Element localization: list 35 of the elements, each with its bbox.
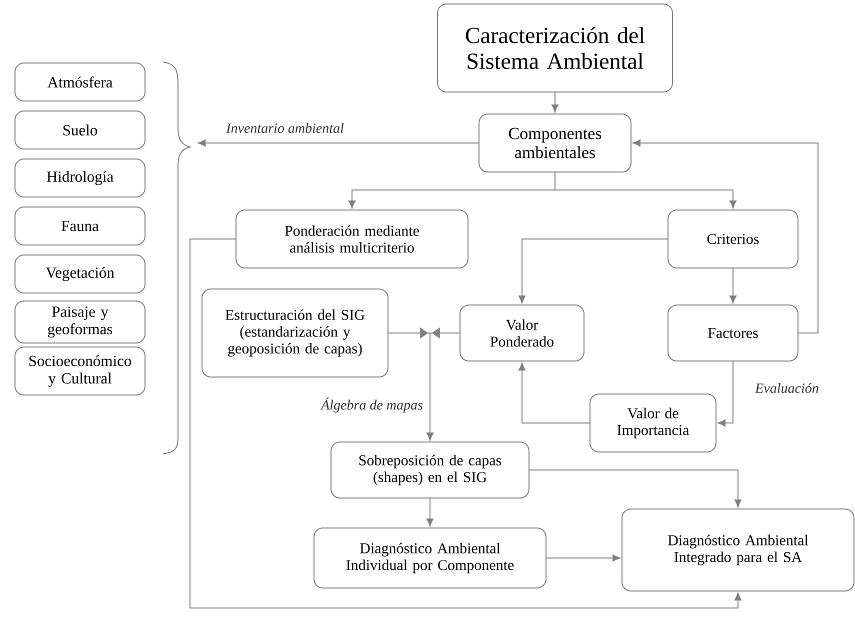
brace-drawing <box>162 62 190 454</box>
process-box: Criterios <box>668 210 798 268</box>
component-box: Fauna <box>14 206 146 246</box>
process-box: Ponderación mediante análisis multicriterio <box>236 210 468 268</box>
edge-label: Evaluación <box>754 382 820 394</box>
arrow <box>546 554 620 562</box>
arrow <box>729 268 737 304</box>
arrow <box>554 172 737 208</box>
process-box: Valor de Importancia <box>590 394 716 452</box>
component-box: Socioeconómico y Cultural <box>14 346 146 396</box>
arrow <box>718 361 734 427</box>
process-box: Estructuración del SIG (estandarización y geoposición de capas) <box>202 288 388 378</box>
process-box: Diagnóstico Ambiental Integrado para el SA <box>622 508 854 592</box>
component-box: Atmósfera <box>14 62 146 102</box>
process-box: Sobreposición de capas (shapes) en el SIG <box>330 442 530 498</box>
arrow <box>551 92 559 112</box>
component-box: Vegetación <box>14 254 146 294</box>
component-box: Hidrología <box>14 158 146 198</box>
arrow <box>632 139 818 334</box>
component-box: Suelo <box>14 110 146 150</box>
component-box: Paisaje y geoformas <box>14 300 146 344</box>
arrow <box>426 498 434 526</box>
edge-label: Inventario ambiental <box>225 122 345 134</box>
arrow <box>426 327 460 440</box>
arrow <box>529 470 742 508</box>
arrow <box>518 362 590 424</box>
process-box: Caracterización del Sistema Ambiental <box>437 4 673 92</box>
process-box: Componentes ambientales <box>478 114 632 172</box>
edge-label: Álgebra de mapas <box>320 396 424 414</box>
arrow <box>190 238 742 608</box>
process-box: Factores <box>668 304 798 362</box>
process-box: Valor Ponderado <box>460 304 584 362</box>
arrow <box>518 238 668 304</box>
arrow <box>198 139 479 147</box>
process-box: Diagnóstico Ambiental Individual por Componente <box>314 528 546 588</box>
